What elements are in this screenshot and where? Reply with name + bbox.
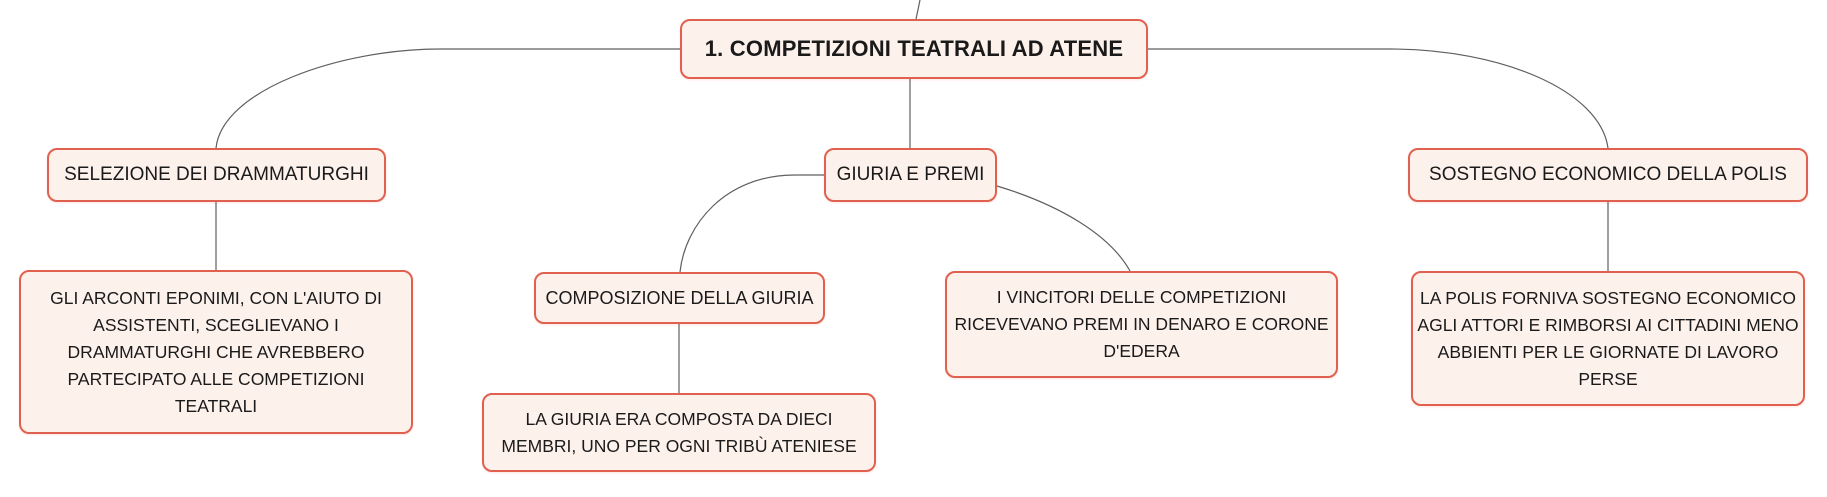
branch-label: GIURIA E PREMI [836, 164, 985, 185]
branch-label: SELEZIONE DEI DRAMMATURGHI [64, 164, 369, 185]
branch-node-sostegno[interactable]: SOSTEGNO ECONOMICO DELLA POLIS [1408, 148, 1808, 202]
connector-root-sostegno [1148, 48, 1609, 149]
connector-root-selezione [215, 48, 680, 149]
leaf-node-arconti[interactable]: GLI ARCONTI EPONIMI, CON L'AIUTO DI ASSI… [19, 270, 413, 434]
subtopic-label: COMPOSIZIONE DELLA GIURIA [545, 287, 814, 308]
leaf-node-polis[interactable]: LA POLIS FORNIVA SOSTEGNO ECONOMICO AGLI… [1411, 271, 1805, 406]
root-topic-label: 1. COMPETIZIONI TEATRALI AD ATENE [704, 36, 1124, 61]
leaf-text: LA POLIS FORNIVA SOSTEGNO ECONOMICO AGLI… [1417, 287, 1799, 389]
leaf-text: LA GIURIA ERA COMPOSTA DA DIECI MEMBRI, … [501, 408, 857, 456]
branch-node-giuria[interactable]: GIURIA E PREMI [824, 148, 997, 202]
connector-giuria-composizione [679, 174, 824, 273]
subtopic-node-composizione[interactable]: COMPOSIZIONE DELLA GIURIA [534, 272, 825, 324]
connector-root-incoming [915, 0, 921, 20]
leaf-text: I VINCITORI DELLE COMPETIZIONI RICEVEVAN… [954, 287, 1329, 361]
branch-node-selezione[interactable]: SELEZIONE DEI DRAMMATURGHI [47, 148, 386, 202]
leaf-text: GLI ARCONTI EPONIMI, CON L'AIUTO DI ASSI… [50, 287, 382, 416]
branch-label: SOSTEGNO ECONOMICO DELLA POLIS [1429, 164, 1787, 185]
root-topic-node[interactable]: 1. COMPETIZIONI TEATRALI AD ATENE [680, 19, 1148, 79]
connector-giuria-vincitori [996, 185, 1131, 272]
leaf-node-vincitori[interactable]: I VINCITORI DELLE COMPETIZIONI RICEVEVAN… [945, 271, 1338, 378]
leaf-node-membri[interactable]: LA GIURIA ERA COMPOSTA DA DIECI MEMBRI, … [482, 393, 876, 472]
